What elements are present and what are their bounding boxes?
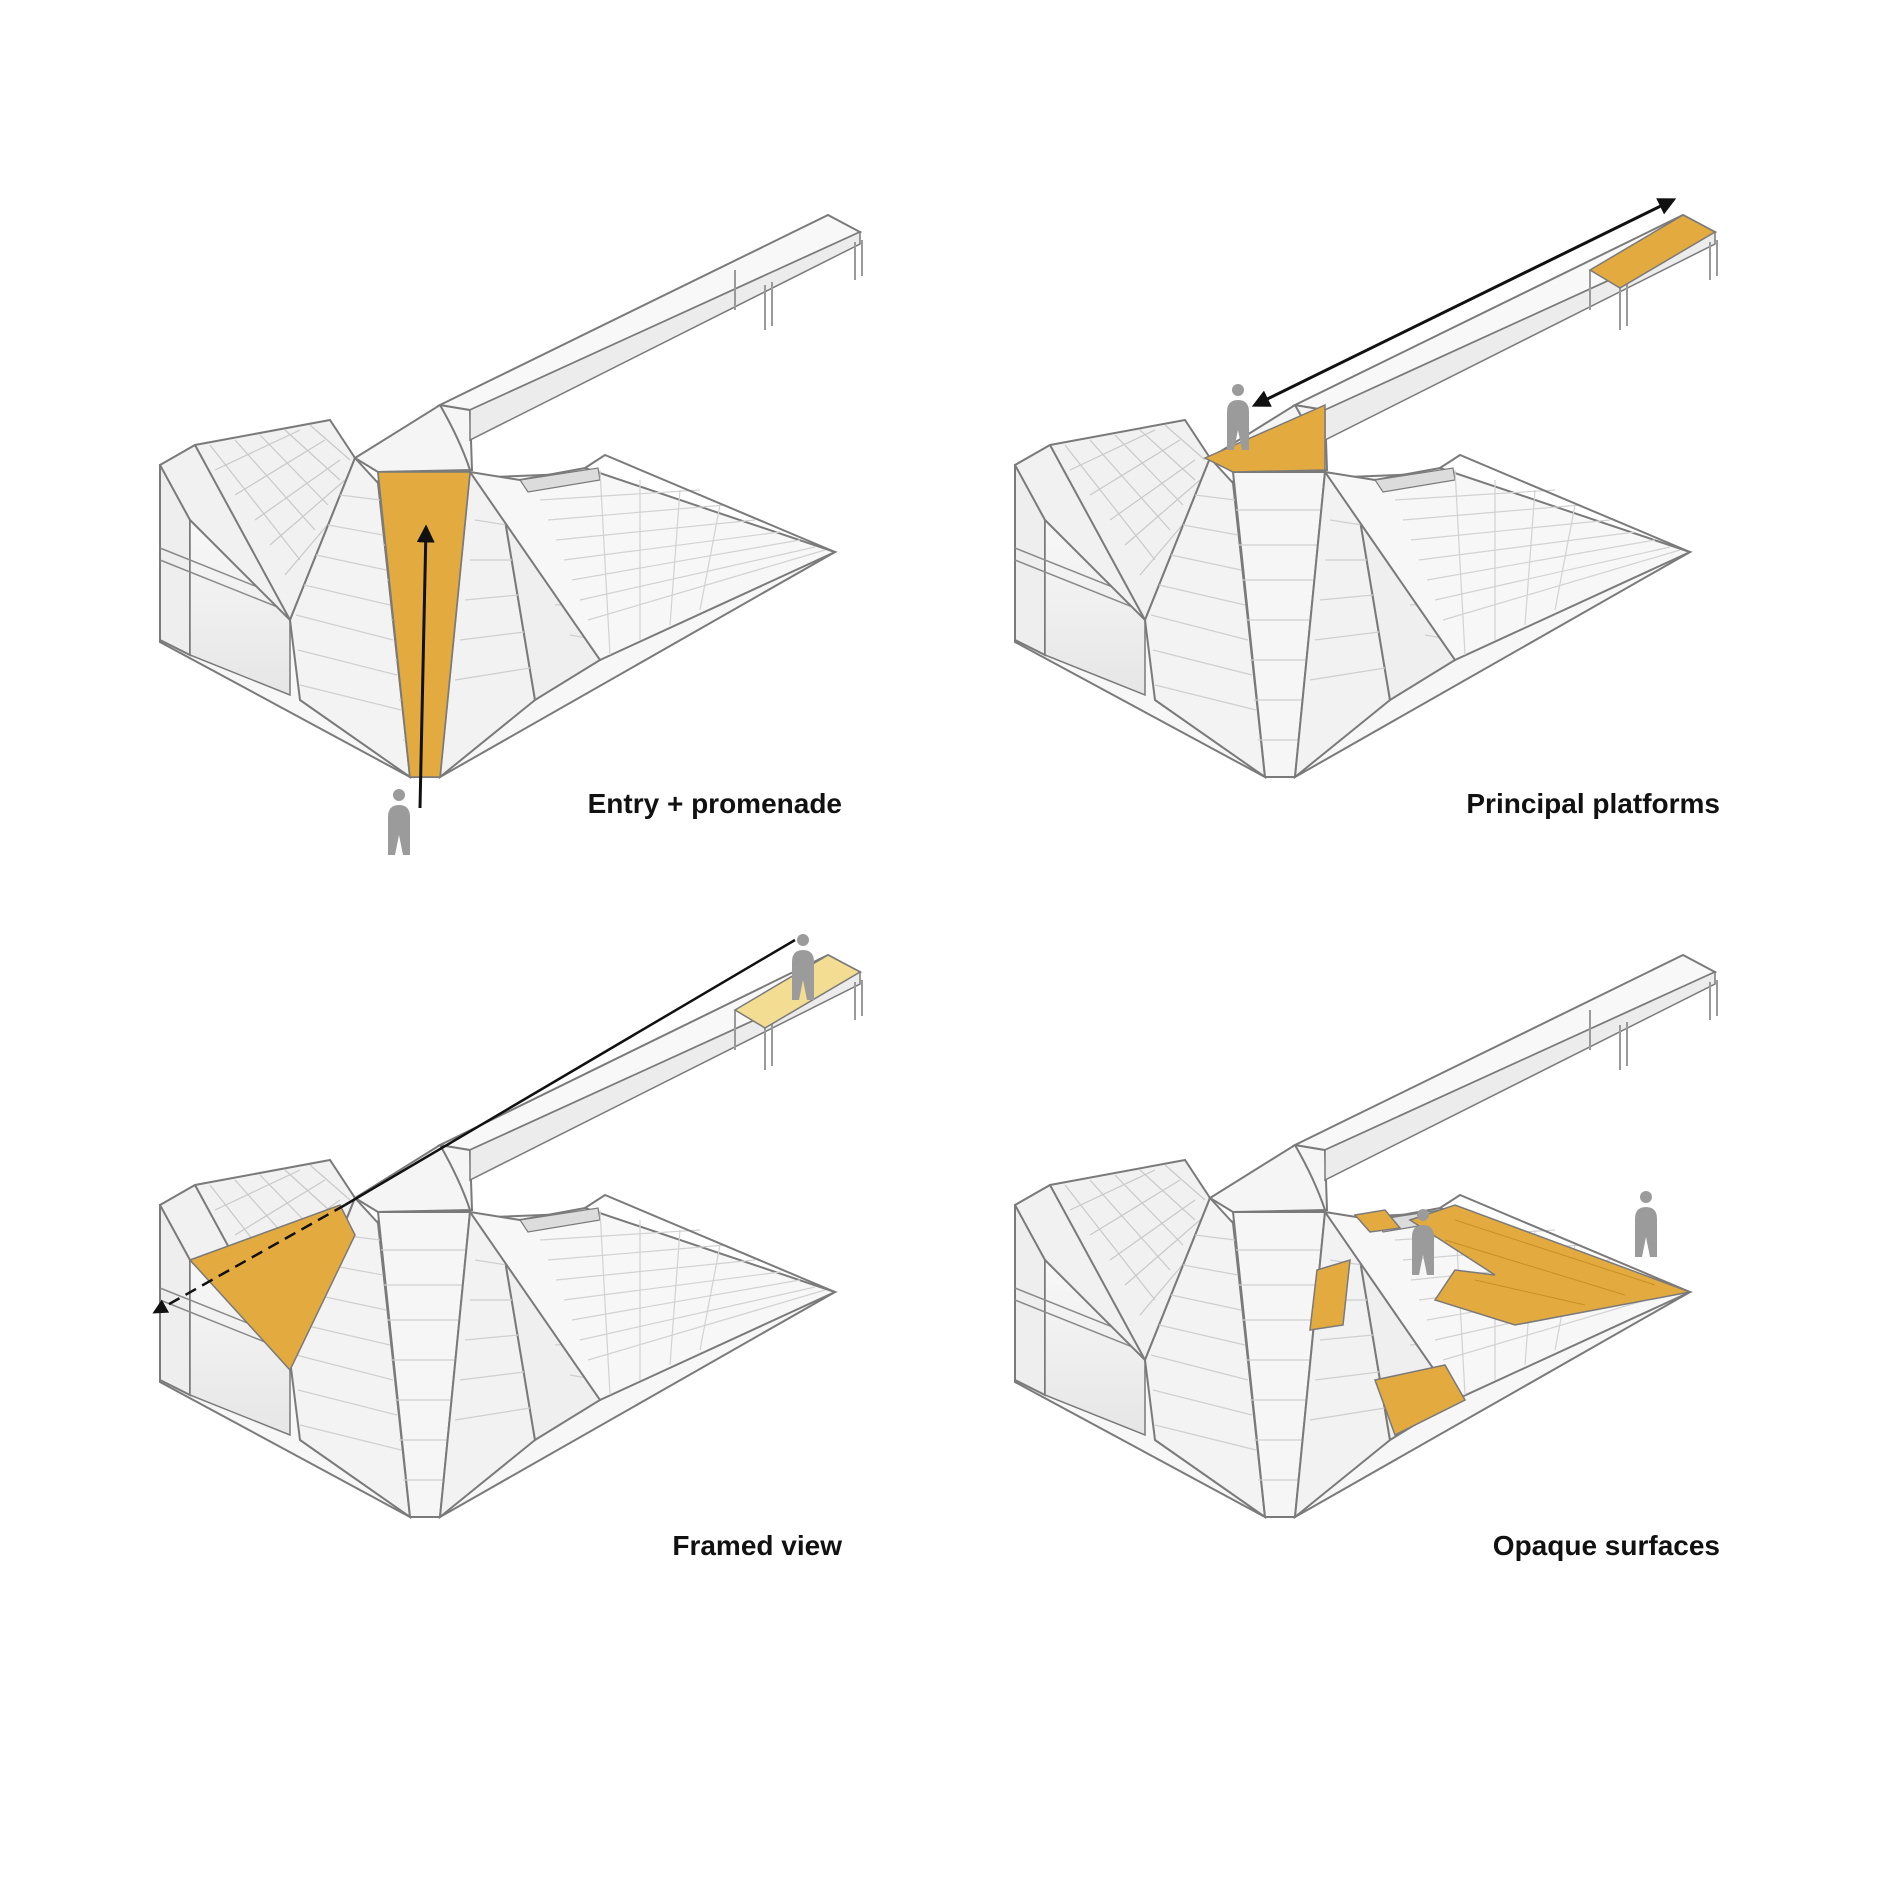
panel-label: Principal platforms bbox=[1466, 788, 1720, 819]
panel-label: Framed view bbox=[672, 1530, 842, 1561]
panel-label: Entry + promenade bbox=[588, 788, 842, 819]
panel-entry-promenade: Entry + promenade bbox=[159, 214, 863, 855]
sightline-dashed bbox=[152, 1203, 346, 1314]
tower-platform-highlight bbox=[1203, 403, 1326, 473]
framed-view-highlight bbox=[188, 1204, 356, 1372]
panel-framed-view: Framed view bbox=[152, 934, 863, 1561]
opaque-surface-lower bbox=[1374, 1364, 1467, 1437]
panel-label: Opaque surfaces bbox=[1493, 1530, 1720, 1561]
platform-link-arrow bbox=[1251, 198, 1677, 407]
entry-arrow bbox=[416, 524, 435, 809]
sightline-solid bbox=[344, 938, 796, 1207]
opaque-surface-wall bbox=[1309, 1258, 1351, 1331]
opaque-surface-step bbox=[1353, 1209, 1402, 1233]
panel-opaque-surfaces: Opaque surfaces bbox=[1014, 954, 1720, 1561]
opaque-surface-roof bbox=[1408, 1204, 1693, 1326]
panel-principal-platforms: Principal platforms bbox=[1014, 198, 1720, 819]
building-model bbox=[1014, 214, 1718, 778]
building-model bbox=[1014, 954, 1718, 1518]
building-model bbox=[159, 214, 863, 778]
person-figure bbox=[1635, 1191, 1657, 1257]
person-figure bbox=[388, 789, 410, 855]
